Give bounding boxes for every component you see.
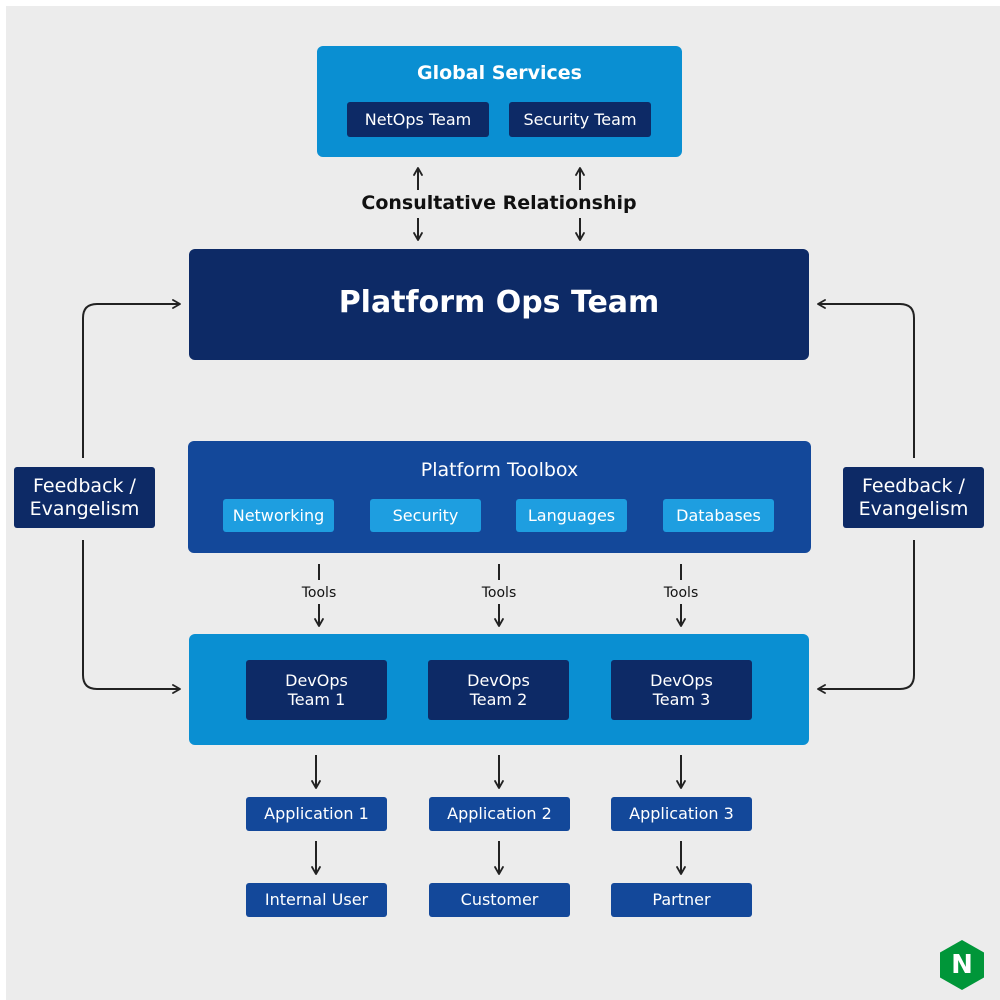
platform-toolbox-box: Platform Toolbox Networking Security Lan… — [188, 441, 811, 553]
devops-teams-box: DevOps Team 1 DevOps Team 2 DevOps Team … — [189, 634, 809, 745]
devops-team-2-line2: Team 2 — [469, 690, 528, 709]
feedback-left-line2: Evangelism — [29, 497, 140, 520]
devops-team-3: DevOps Team 3 — [611, 660, 752, 720]
devops-team-2-line1: DevOps — [467, 670, 530, 690]
devops-team-2: DevOps Team 2 — [428, 660, 569, 720]
user-internal: Internal User — [246, 883, 387, 917]
toolbox-item-databases: Databases — [663, 499, 774, 532]
platform-toolbox-title: Platform Toolbox — [420, 459, 579, 481]
toolbox-item-security: Security — [370, 499, 481, 532]
security-team-chip: Security Team — [509, 102, 651, 137]
user-partner: Partner — [611, 883, 752, 917]
feedback-right-line2: Evangelism — [858, 497, 969, 520]
feedback-left-line1: Feedback / — [33, 474, 136, 497]
tools-label-2: Tools — [481, 585, 517, 601]
devops-team-3-line1: DevOps — [650, 670, 713, 690]
platform-ops-team-title: Platform Ops Team — [338, 285, 660, 320]
devops-team-1-line1: DevOps — [285, 670, 348, 690]
devops-team-1: DevOps Team 1 — [246, 660, 387, 720]
platform-ops-team-box: Platform Ops Team — [189, 249, 809, 360]
toolbox-item-languages: Languages — [516, 499, 627, 532]
consultative-relationship-label: Consultative Relationship — [361, 192, 637, 214]
application-2: Application 2 — [429, 797, 570, 831]
devops-team-3-line2: Team 3 — [652, 690, 711, 709]
application-1: Application 1 — [246, 797, 387, 831]
application-3: Application 3 — [611, 797, 752, 831]
devops-team-1-line2: Team 1 — [287, 690, 346, 709]
tools-label-3: Tools — [663, 585, 699, 601]
feedback-right-line1: Feedback / — [862, 474, 965, 497]
toolbox-item-networking: Networking — [223, 499, 334, 532]
nginx-logo-icon: N — [940, 940, 984, 990]
tools-label-1: Tools — [301, 585, 337, 601]
user-customer: Customer — [429, 883, 570, 917]
feedback-evangelism-left: Feedback / Evangelism — [14, 467, 155, 528]
global-services-box: Global Services NetOps Team Security Tea… — [317, 46, 682, 157]
feedback-evangelism-right: Feedback / Evangelism — [843, 467, 984, 528]
nginx-logo-letter: N — [951, 950, 973, 980]
netops-team-chip: NetOps Team — [347, 102, 489, 137]
global-services-title: Global Services — [416, 62, 582, 84]
